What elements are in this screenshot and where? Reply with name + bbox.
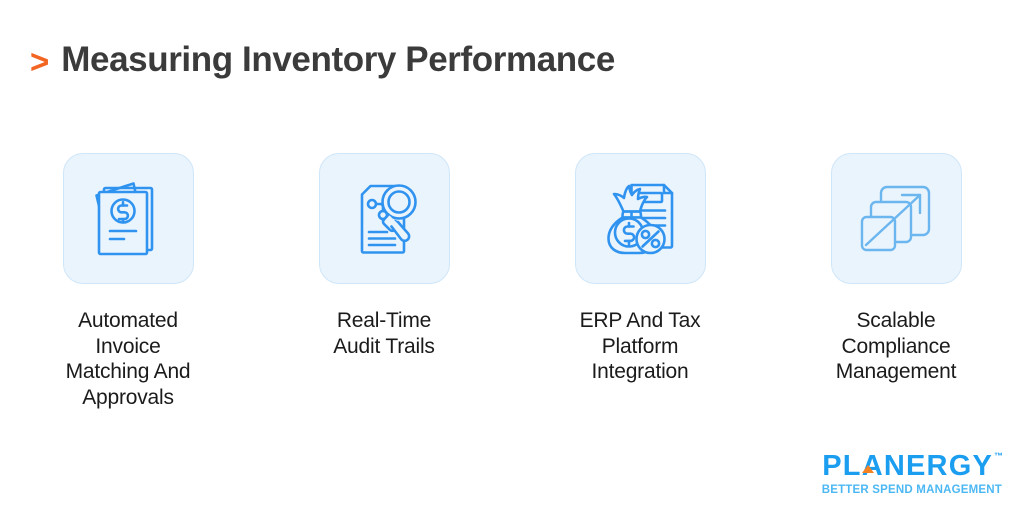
document-chart-magnifier-icon — [360, 183, 417, 254]
stacked-invoices-dollar-icon — [95, 181, 154, 255]
feature-card[interactable]: ERP And Tax Platform Integration — [512, 153, 768, 410]
logo-word-text: PLANERGY — [822, 449, 993, 482]
feature-card[interactable]: Real-Time Audit Trails — [256, 153, 512, 410]
logo-wordmark: PLANERGY™ — [822, 449, 1003, 482]
page-title: > Measuring Inventory Performance — [30, 40, 615, 80]
feature-card-label: Scalable Compliance Management — [835, 309, 957, 384]
feature-card-label: Real-Time Audit Trails — [333, 309, 435, 358]
feature-card-label: ERP And Tax Platform Integration — [579, 309, 701, 384]
icon-card-scalable-compliance-management — [830, 153, 962, 284]
chevron-right-icon: > — [30, 42, 49, 80]
money-bag-percent-document-icon — [607, 183, 674, 254]
page-title-text: Measuring Inventory Performance — [61, 40, 615, 79]
feature-card[interactable]: Automated Invoice Matching And Approvals — [0, 153, 256, 410]
trademark-icon: ™ — [994, 451, 1003, 462]
feature-card-row: Automated Invoice Matching And Approvals — [0, 153, 1024, 410]
logo-accent-triangle-icon — [862, 464, 875, 473]
stacked-squares-growth-arrow-icon — [860, 185, 931, 251]
feature-card[interactable]: Scalable Compliance Management — [768, 153, 1024, 410]
feature-card-label: Automated Invoice Matching And Approvals — [65, 309, 191, 409]
planergy-logo: PLANERGY™ BETTER SPEND MANAGEMENT — [821, 449, 1003, 497]
icon-card-erp-tax-platform-integration — [574, 153, 706, 284]
icon-card-automated-invoice-matching — [62, 153, 194, 284]
logo-tagline: BETTER SPEND MANAGEMENT — [821, 483, 1002, 496]
icon-card-real-time-audit-trails — [318, 153, 450, 284]
